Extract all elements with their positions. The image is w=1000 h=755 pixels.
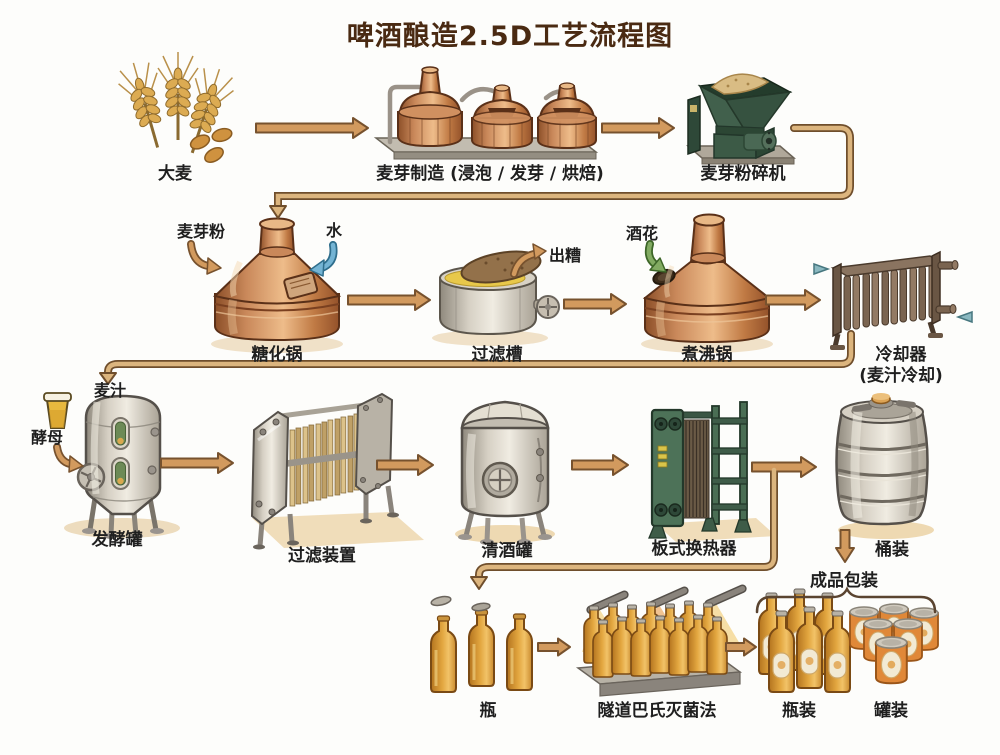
packaging-brace (755, 586, 937, 614)
mash-tun-label: 糖化锅 (251, 345, 303, 365)
bottled-label: 瓶装 (782, 701, 816, 721)
canned-beer-icon (849, 603, 939, 685)
arrow-lauter-to-boil (563, 293, 627, 315)
flow-arrows (160, 117, 855, 657)
yeast-annotation: 酵母 (30, 428, 64, 447)
keg-icon (835, 393, 934, 539)
cooler-label-line2: (麦汁冷却) (859, 366, 943, 386)
connector-mill-to-mash-tun (269, 124, 854, 219)
spent-grain-annotation: 出糟 (548, 246, 582, 265)
connector-cooler-to-fermenter (99, 330, 855, 385)
lauter-tun-icon (432, 250, 560, 346)
packaging-label: 成品包装 (810, 571, 878, 591)
malt-powder-arrow (187, 240, 222, 275)
barley-icon (112, 50, 240, 163)
plate-heat-exchanger-label: 板式换热器 (651, 539, 737, 559)
mill-label: 麦芽粉碎机 (700, 164, 786, 184)
bottled-sixpack-icon (758, 588, 851, 693)
yeast-glass-icon (43, 392, 72, 429)
keg-label: 桶装 (875, 540, 909, 560)
bottles-label: 瓶 (479, 701, 497, 721)
malting-vessels-icon (373, 66, 599, 160)
wort-cooler-icon (813, 250, 973, 350)
arrow-mash-to-lauter (347, 289, 431, 311)
fermentation-tank-icon (64, 394, 180, 539)
wort-annotation: 麦汁 (93, 381, 127, 400)
malting-label: 麦芽制造 (浸泡 / 发芽 / 烘焙) (376, 164, 604, 184)
diagram-title: 啤酒酿造2.5D工艺流程图 (346, 21, 674, 52)
bright-beer-tank-icon (455, 400, 555, 545)
yeast-arrow (53, 443, 84, 473)
hops-annotation: 酒花 (625, 224, 659, 243)
connector-to-bottling-overlay (470, 467, 777, 590)
arrow-keg-to-packaging (835, 529, 855, 563)
bottle-cap-icon (471, 602, 491, 612)
boil-kettle-label: 煮沸锅 (681, 345, 733, 365)
arrow-brighttank-to-hx (571, 454, 629, 476)
tunnel-pasteurizer-icon (575, 584, 747, 697)
arrow-filter-to-brighttank (376, 454, 434, 476)
bottle-cap-icon (430, 595, 452, 607)
arrow-boil-to-cooler (765, 289, 821, 311)
arrow-bottles-to-pasteurizer (537, 637, 571, 657)
arrow-pasteurizer-to-packaging (725, 637, 757, 657)
boil-kettle-icon (641, 213, 773, 353)
plate-heat-exchanger-icon (648, 401, 776, 542)
filter-unit-label: 过滤装置 (288, 546, 356, 566)
water-annotation: 水 (325, 221, 343, 240)
empty-bottles-icon (429, 595, 534, 694)
barley-label: 大麦 (158, 164, 192, 184)
spent-grain-arrow (510, 243, 547, 278)
bright-tank-label: 清酒罐 (481, 541, 533, 561)
arrow-fermenter-to-filter (160, 452, 234, 474)
water-arrow (309, 241, 338, 277)
coolant-out-arrow (955, 310, 973, 324)
arrow-hx-to-keg (751, 456, 817, 478)
cooler-label-line1: 冷却器 (875, 345, 927, 365)
mash-tun-icon (211, 217, 343, 353)
filter-unit-icon (250, 392, 424, 550)
lauter-tun-label: 过滤槽 (471, 345, 523, 365)
malt-mill-icon (685, 73, 797, 165)
arrow-malting-to-mill (601, 117, 675, 139)
arrow-barley-to-malting (255, 117, 369, 139)
cooler-label: 冷却器 (麦汁冷却) (859, 345, 943, 387)
canned-label: 罐装 (874, 701, 908, 721)
malt-powder-annotation: 麦芽粉 (176, 222, 226, 241)
hops-arrow (644, 240, 667, 273)
pasteurizer-label: 隧道巴氏灭菌法 (597, 701, 717, 721)
coolant-in-arrow (813, 262, 831, 276)
fermenter-label: 发酵罐 (91, 530, 143, 550)
